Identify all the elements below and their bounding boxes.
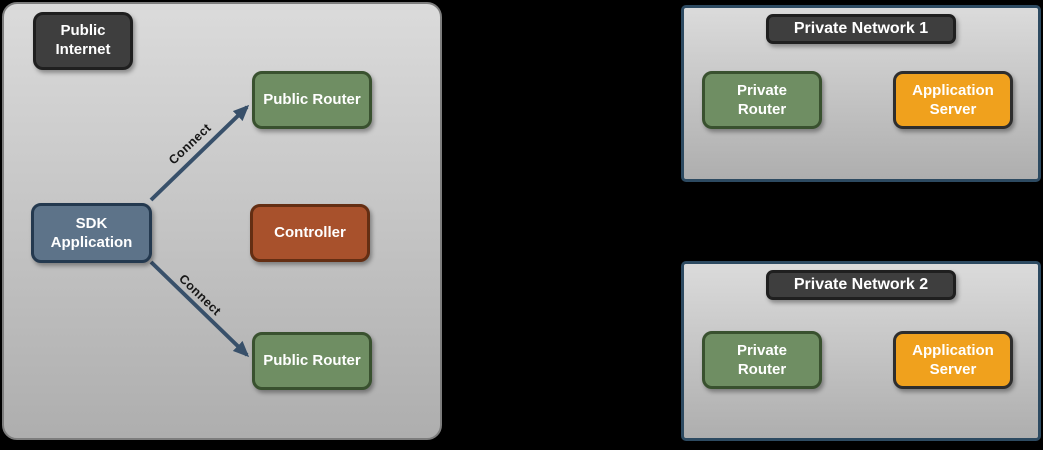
private-network-2-panel: Private Network 2 Private Router Applica… [681,261,1041,441]
public-internet-badge: Public Internet [33,12,133,70]
private-router-2-node: Private Router [702,331,822,389]
public-router-top-node: Public Router [252,71,372,129]
connect-arrow-2 [149,260,250,358]
sdk-application-node: SDK Application [31,203,152,263]
private-network-1-panel: Private Network 1 Private Router Applica… [681,5,1041,182]
connect-label-2: Connect [176,271,224,319]
connect-label-1: Connect [166,120,214,168]
application-server-2-node: Application Server [893,331,1013,389]
application-server-1-node: Application Server [893,71,1013,129]
private-router-1-node: Private Router [702,71,822,129]
private-network-1-badge: Private Network 1 [766,14,956,44]
connect-arrow-1 [149,104,250,202]
controller-node: Controller [250,204,370,262]
public-router-bottom-node: Public Router [252,332,372,390]
private-network-2-badge: Private Network 2 [766,270,956,300]
public-internet-panel: Public Internet Public Router SDK Applic… [2,2,442,440]
